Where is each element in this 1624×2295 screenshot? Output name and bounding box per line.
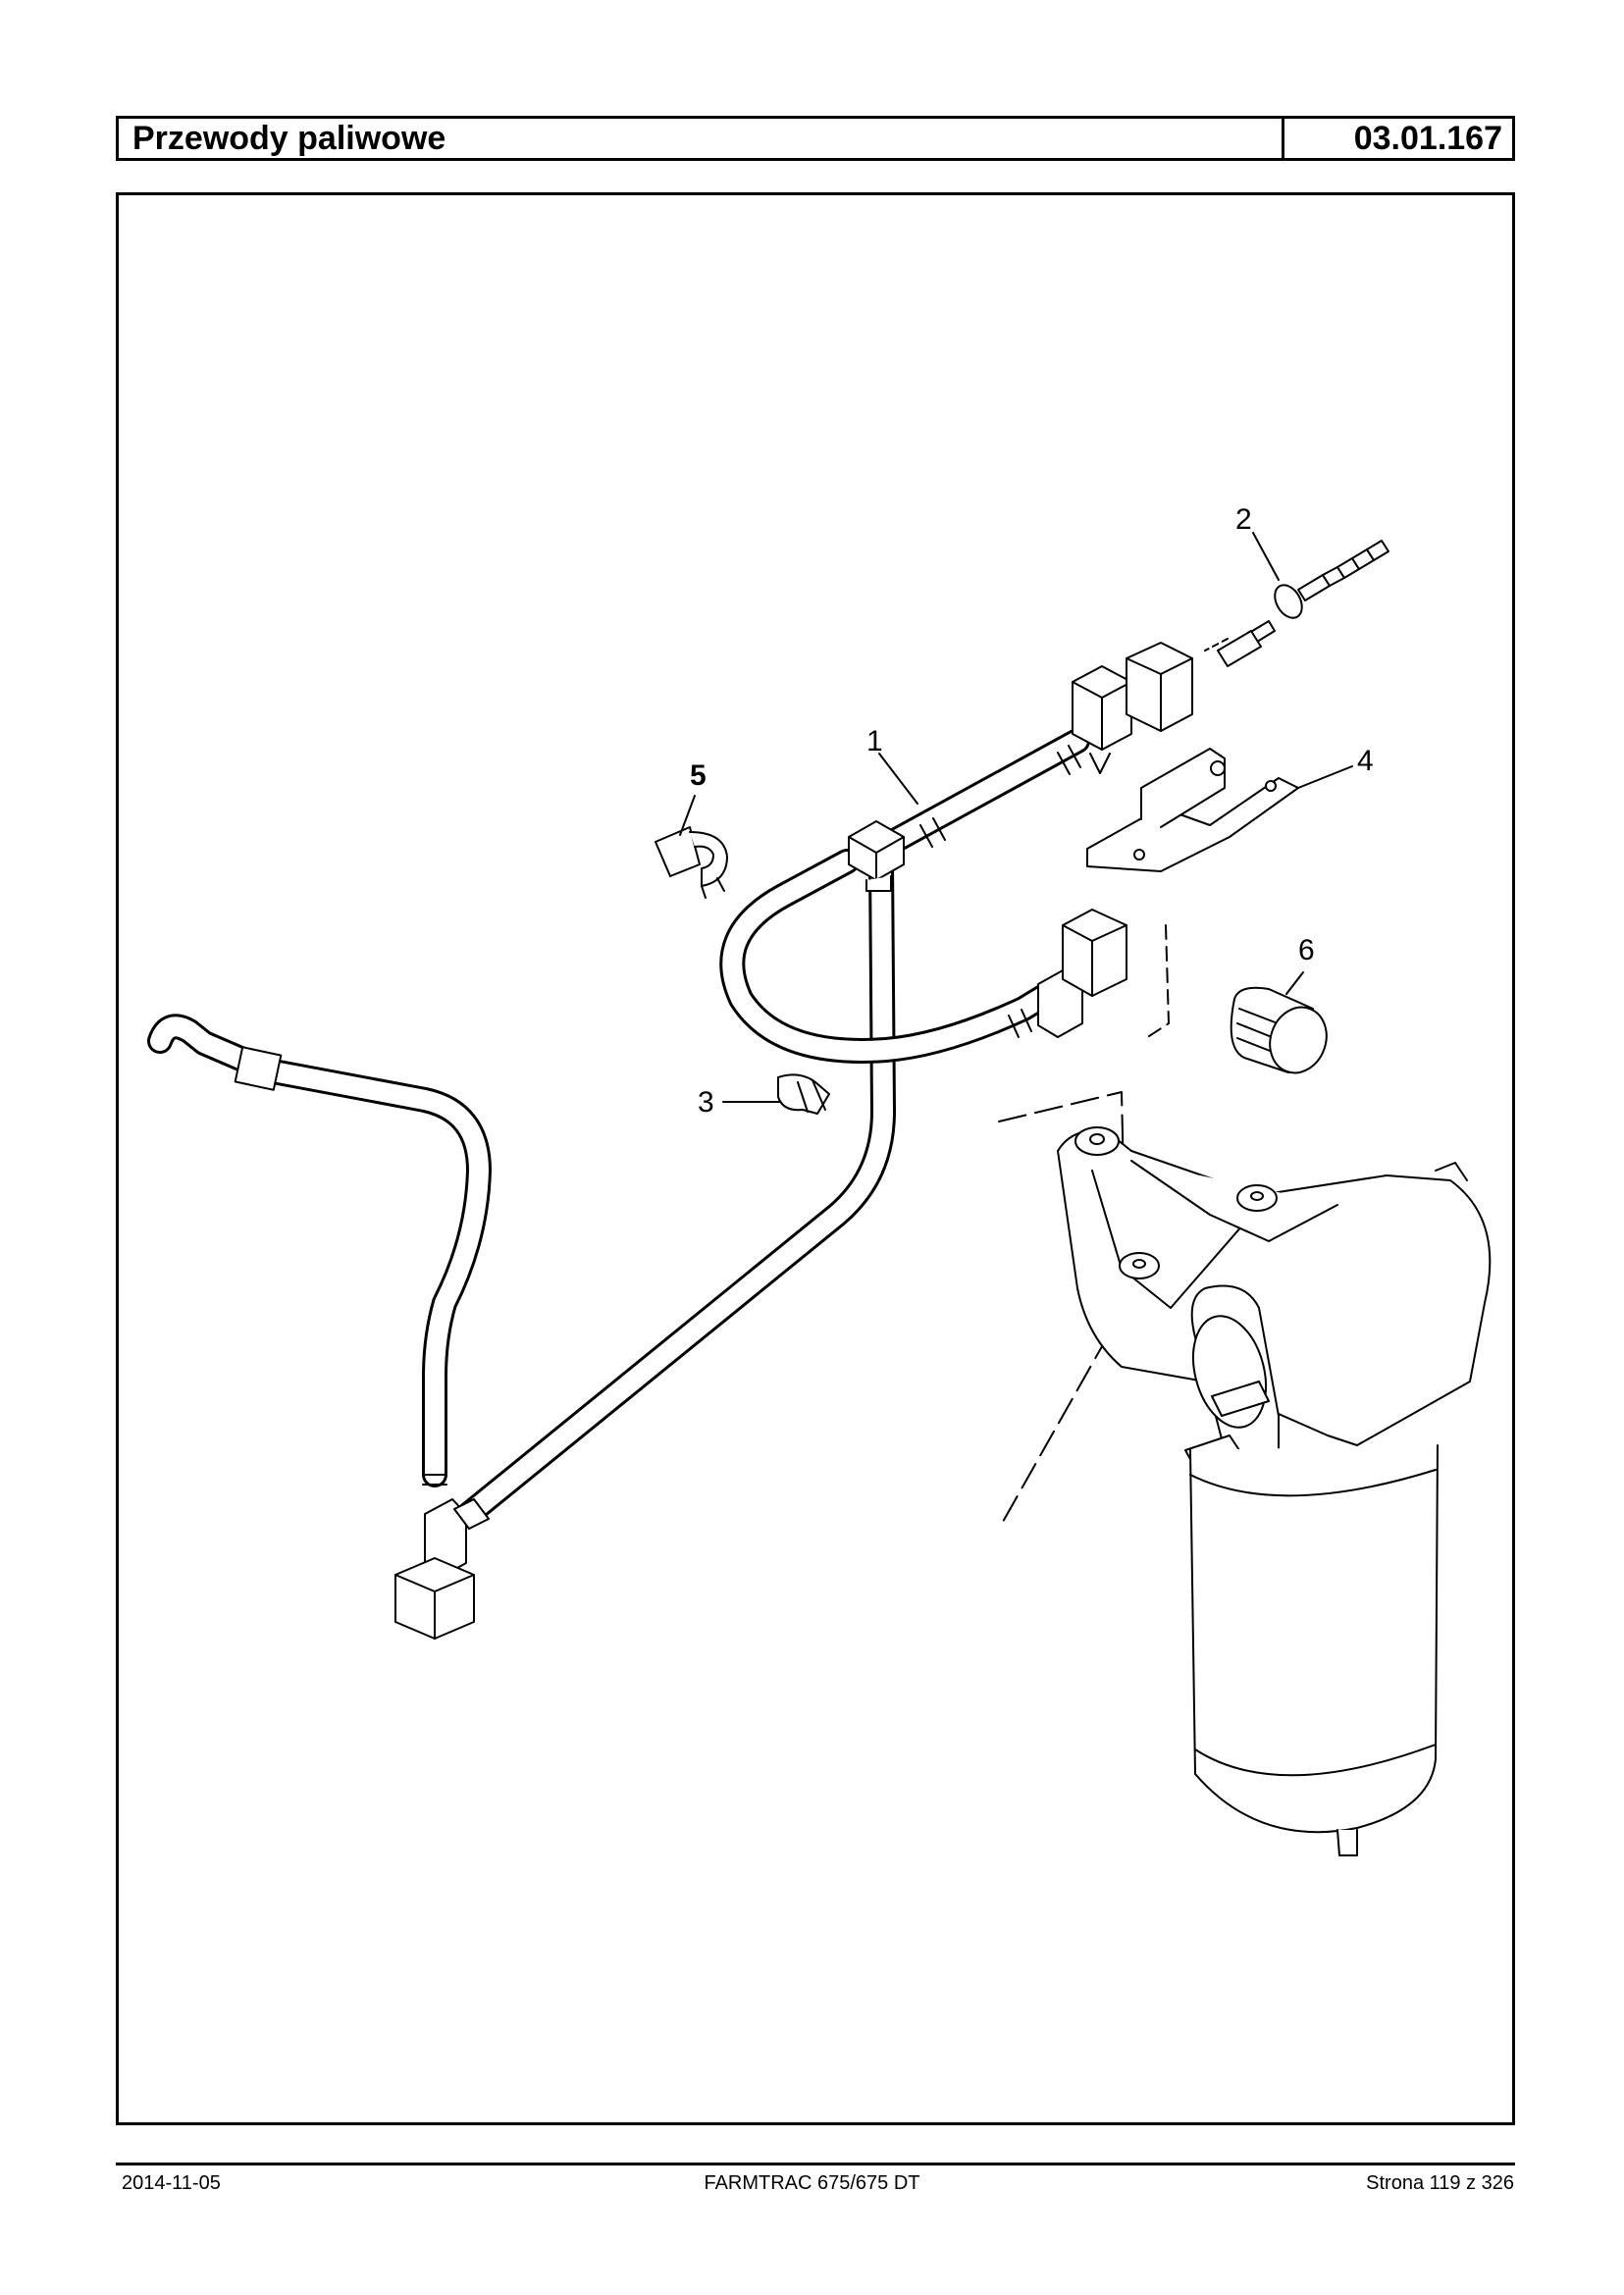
- footer-model: FARMTRAC 675/675 DT: [704, 2172, 920, 2194]
- page-header: Przewody paliwowe 03.01.167: [116, 116, 1515, 161]
- diagram-frame: 1 2 3 4 5 6: [116, 192, 1515, 2125]
- footer-date: 2014-11-05: [122, 2172, 221, 2194]
- callout-6: 6: [1298, 934, 1315, 966]
- connector-lower-right: [1037, 909, 1127, 1038]
- mounting-bracket: [1086, 748, 1299, 872]
- hose-clip-5: [655, 826, 728, 899]
- hose-loop: [719, 849, 1064, 1064]
- fuel-lines-diagram: 1 2 3 4 5 6: [147, 503, 1492, 1856]
- fuel-filter-assembly: [998, 1091, 1492, 1856]
- leader-lines: [679, 532, 1353, 1103]
- connector-upper-right: [1072, 642, 1193, 774]
- callout-2: 2: [1235, 503, 1252, 536]
- callout-1: 1: [866, 725, 883, 757]
- hose-clip-3: [777, 1073, 830, 1115]
- callout-3: 3: [698, 1086, 714, 1119]
- connector-lower-left: [394, 1498, 490, 1640]
- footer-page-number: Strona 119 z 326: [1366, 2172, 1514, 2194]
- callout-5: 5: [690, 759, 707, 792]
- barbed-nipple: [1217, 540, 1389, 667]
- callout-4: 4: [1357, 745, 1374, 777]
- footer-divider: [116, 2163, 1515, 2165]
- hose-left: [147, 1014, 492, 1487]
- hose-main-upper: [878, 728, 1090, 856]
- plug-cap: [1230, 986, 1328, 1074]
- section-code: 03.01.167: [1353, 120, 1502, 157]
- hose-main-lower: [456, 849, 896, 1527]
- t-fitting: [848, 820, 905, 892]
- page-title: Przewody paliwowe: [119, 119, 1284, 158]
